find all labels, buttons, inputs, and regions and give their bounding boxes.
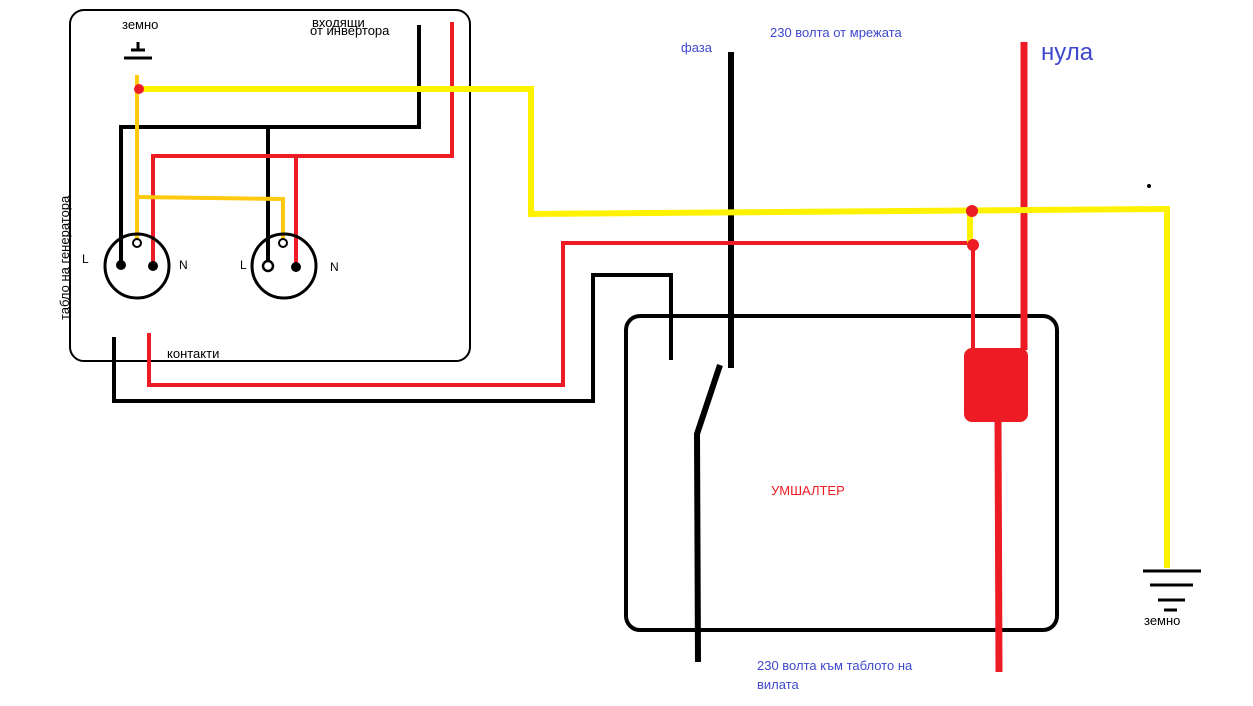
mains-label: 230 волта от мрежата — [770, 25, 902, 40]
black-wires — [112, 25, 734, 663]
junction-dot-panel — [134, 84, 144, 94]
incoming-label-line1: входящи — [312, 15, 365, 30]
socket-2-L-pin — [261, 259, 275, 273]
black-wire-switch-arm — [693, 364, 723, 663]
stray-dot — [1147, 184, 1151, 188]
contacts-label: контакти — [167, 346, 220, 361]
orange-earth-wires — [135, 75, 285, 245]
socket-2-N-pin — [291, 262, 301, 272]
black-wire-contacts — [112, 273, 673, 403]
generator-panel-box — [69, 9, 471, 362]
yellow-earth-wire — [140, 86, 1170, 568]
neutral-terminal — [964, 348, 1028, 422]
socket-1 — [103, 232, 171, 300]
output-label-line2: вилата — [757, 677, 799, 692]
ground-label: земно — [1144, 613, 1181, 628]
incoming-label-line2: от инвертора — [310, 23, 390, 38]
switch-label: УМШАЛТЕР — [771, 483, 845, 498]
phase-label: фаза — [681, 40, 712, 55]
socket-1-N-pin — [148, 261, 158, 271]
junction-dot-red — [967, 239, 979, 251]
output-label-line1: 230 волта към таблото на — [757, 658, 913, 673]
switch-box — [624, 314, 1059, 632]
socket-2-L-label: L — [240, 258, 247, 272]
socket-1-L-pin — [116, 260, 126, 270]
red-wire-neutral-out — [994, 417, 1003, 673]
red-wire-contacts — [147, 241, 975, 387]
socket-1-N-label: N — [179, 258, 188, 272]
panel-vertical-label: табло на генератора — [57, 195, 72, 320]
socket-2 — [250, 232, 318, 300]
ground-symbol-icon — [1143, 569, 1201, 612]
socket-1-earth-pin — [132, 238, 142, 248]
panel-earth-symbol-icon — [124, 42, 152, 60]
red-wires — [147, 22, 1028, 673]
red-wire-inverter-N — [151, 22, 454, 268]
socket-2-earth-pin — [278, 238, 288, 248]
socket-2-N-label: N — [330, 260, 339, 274]
socket-1-L-label: L — [82, 252, 89, 266]
panel-earth-label: земно — [122, 17, 159, 32]
neutral-label: нула — [1041, 39, 1094, 66]
junction-dot-earth — [966, 205, 978, 217]
